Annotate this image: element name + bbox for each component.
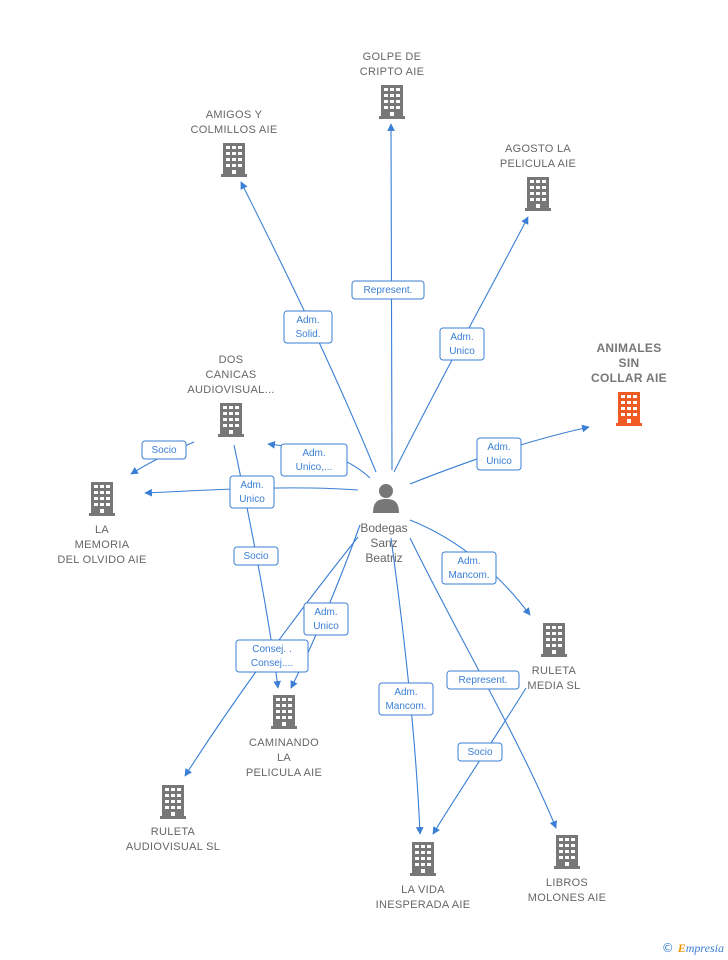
company-label: LA <box>95 524 109 536</box>
relation-badge-label: Adm. <box>296 315 319 326</box>
relation-badge-label: Represent. <box>459 675 508 686</box>
company-node-golpe[interactable]: GOLPE DE CRIPTO AIE <box>360 51 425 119</box>
relation-badge[interactable]: Adm. Mancom. <box>378 682 434 716</box>
company-label: CAMINANDO <box>249 737 319 749</box>
company-node-memoria[interactable]: LA MEMORIA DEL OLVIDO AIE <box>57 482 146 566</box>
relation-badge[interactable]: Socio <box>457 742 503 762</box>
relation-badge-label: Socio <box>467 747 492 758</box>
company-label: COLLAR AIE <box>591 371 667 385</box>
company-label: CRIPTO AIE <box>360 66 425 78</box>
company-label: DEL OLVIDO AIE <box>57 554 146 566</box>
relation-badge-label: Consej.... <box>251 658 293 669</box>
relation-badge[interactable]: Socio <box>141 440 187 460</box>
relation-badge-label: Unico,... <box>296 462 333 473</box>
company-node-dos[interactable]: DOS CANICAS AUDIOVISUAL... <box>187 354 274 437</box>
badges-layer: Represent.Adm.Solid.Adm.UnicoAdm.UnicoAd… <box>141 280 522 762</box>
building-icon <box>379 85 405 119</box>
relation-badge-label: Unico <box>486 456 512 467</box>
company-node-ruleta_media[interactable]: RULETA MEDIA SL <box>527 623 580 692</box>
company-label: RULETA <box>151 826 196 838</box>
person-icon <box>373 484 399 513</box>
relation-badge[interactable]: Adm. Mancom. <box>441 551 497 585</box>
building-icon <box>271 695 297 729</box>
company-label: DOS <box>219 354 244 366</box>
relation-badge-label: Unico <box>239 494 265 505</box>
relation-badge-label: Adm. <box>450 332 473 343</box>
building-icon <box>525 177 551 211</box>
company-node-caminando[interactable]: CAMINANDO LA PELICULA AIE <box>246 695 322 779</box>
company-label: CANICAS <box>206 369 257 381</box>
relation-badge[interactable]: Adm. Solid. <box>283 310 333 344</box>
company-node-libros[interactable]: LIBROS MOLONES AIE <box>528 835 607 904</box>
relation-badge[interactable]: Adm. Unico <box>439 327 485 361</box>
relation-badge-label: Adm. <box>302 448 325 459</box>
building-icon <box>89 482 115 516</box>
relation-badge-label: Consej. . <box>252 644 291 655</box>
company-label: AGOSTO LA <box>505 143 571 155</box>
relation-badge-label: Adm. <box>394 687 417 698</box>
relation-badge-label: Mancom. <box>385 701 426 712</box>
building-icon <box>541 623 567 657</box>
company-label: INESPERADA AIE <box>376 899 471 911</box>
relation-badge-label: Adm. <box>487 442 510 453</box>
company-label: SIN <box>619 356 640 370</box>
relation-badge-label: Socio <box>151 445 176 456</box>
person-label: Sanz <box>370 536 397 550</box>
building-icon <box>616 392 642 426</box>
relation-badge-label: Unico <box>449 346 475 357</box>
building-icon <box>554 835 580 869</box>
brand-name: mpresia <box>685 941 724 955</box>
company-label: MEDIA SL <box>527 680 580 692</box>
company-label: LIBROS <box>546 877 588 889</box>
relation-badge[interactable]: Adm. Unico <box>476 437 522 471</box>
company-label: AUDIOVISUAL SL <box>126 841 220 853</box>
person-label: Beatriz <box>365 551 402 565</box>
building-icon <box>160 785 186 819</box>
edges-layer <box>130 123 590 835</box>
building-icon <box>410 842 436 876</box>
company-node-ruleta_audio[interactable]: RULETA AUDIOVISUAL SL <box>126 785 220 853</box>
company-label: RULETA <box>532 665 577 677</box>
relation-badge-label: Adm. <box>314 607 337 618</box>
relation-badge[interactable]: Socio <box>233 546 279 566</box>
relation-badge-label: Adm. <box>240 480 263 491</box>
company-label: COLMILLOS AIE <box>190 124 277 136</box>
company-label: MOLONES AIE <box>528 892 607 904</box>
building-icon <box>221 143 247 177</box>
empresia-brand: ©Empresia <box>662 941 724 956</box>
company-label: ANIMALES <box>596 341 661 355</box>
relation-badge-label: Unico <box>313 621 339 632</box>
company-label: MEMORIA <box>75 539 130 551</box>
company-label: PELICULA AIE <box>500 158 576 170</box>
brand-initial: E <box>677 941 686 955</box>
relation-badge[interactable]: Adm. Unico,... <box>280 443 348 477</box>
company-node-amigos[interactable]: AMIGOS Y COLMILLOS AIE <box>190 109 277 177</box>
company-label: LA VIDA <box>401 884 445 896</box>
company-label: GOLPE DE <box>363 51 422 63</box>
relation-badge[interactable]: Adm. Unico <box>229 475 275 509</box>
company-label: PELICULA AIE <box>246 767 322 779</box>
company-node-agosto[interactable]: AGOSTO LA PELICULA AIE <box>500 143 576 211</box>
relation-badge-label: Adm. <box>457 556 480 567</box>
relation-badge[interactable]: Adm. Unico <box>303 602 349 636</box>
company-label: LA <box>277 752 291 764</box>
person-label: Bodegas <box>360 521 407 535</box>
company-label: AUDIOVISUAL... <box>187 384 274 396</box>
relation-badge-label: Mancom. <box>448 570 489 581</box>
copyright-icon: © <box>661 941 674 955</box>
relation-badge-label: Socio <box>243 551 268 562</box>
building-icon <box>218 403 244 437</box>
company-label: AMIGOS Y <box>206 109 263 121</box>
relation-badge[interactable]: Consej. . Consej.... <box>235 639 309 673</box>
company-node-vida[interactable]: LA VIDA INESPERADA AIE <box>376 842 471 911</box>
relation-badge[interactable]: Represent. <box>446 670 520 690</box>
relation-badge-label: Solid. <box>295 329 320 340</box>
relation-badge-label: Represent. <box>364 285 413 296</box>
relation-badge[interactable]: Represent. <box>351 280 425 300</box>
